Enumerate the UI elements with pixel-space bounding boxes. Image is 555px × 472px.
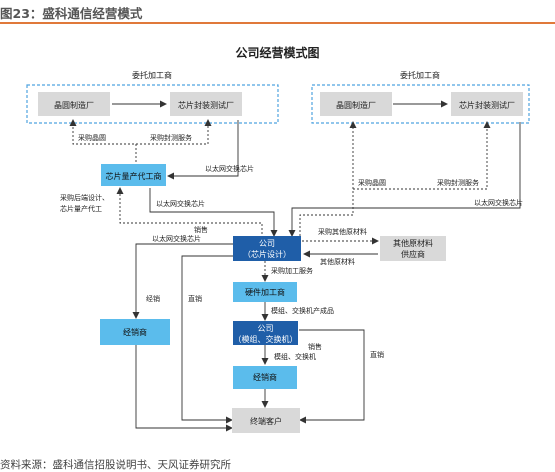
- node-wafer-left: 晶圆制造厂: [38, 92, 110, 116]
- svg-text:经销商: 经销商: [123, 327, 147, 337]
- left-outsourcing-frame: [26, 84, 279, 124]
- label-ethernet-chip-1: 以太网交换芯片: [205, 164, 254, 173]
- label-sales-2: 以太网交换芯片: [152, 234, 201, 243]
- node-chip-foundry: 芯片量产代工商: [101, 164, 166, 186]
- node-company-design: 公司 （芯片设计）: [233, 236, 301, 261]
- right-outsourcing-label: 委托加工商: [400, 70, 440, 80]
- label-sales-modules-1: 销售: [308, 342, 322, 351]
- figure-label: 图23：盛科通信经营模式: [0, 6, 143, 21]
- source-note: 资料来源：盛科通信招股说明书、天风证券研究所: [0, 459, 231, 471]
- svg-text:晶圆制造厂: 晶圆制造厂: [336, 100, 376, 110]
- label-sales-modules-2: 模组、交换机: [274, 352, 316, 361]
- label-buy-test-left: 采购封测服务: [150, 133, 192, 142]
- node-distributor-mid: 经销商: [233, 366, 297, 389]
- label-direct-sales-right: 直销: [370, 350, 384, 359]
- label-backend-design-2: 芯片量产代工: [60, 204, 102, 213]
- node-hardware-processor: 硬件加工商: [233, 282, 297, 302]
- svg-text:终端客户: 终端客户: [250, 416, 282, 426]
- left-outsourcing-label: 委托加工商: [132, 70, 172, 80]
- node-wafer-right: 晶圆制造厂: [320, 92, 392, 116]
- svg-text:芯片量产代工商: 芯片量产代工商: [106, 171, 162, 181]
- label-backend-design-1: 采购后端设计、: [60, 193, 109, 202]
- svg-text:芯片封装测试厂: 芯片封装测试厂: [459, 100, 515, 110]
- svg-text:（芯片设计）: （芯片设计）: [243, 249, 291, 259]
- node-packaging-left: 芯片封装测试厂: [170, 92, 242, 116]
- label-ethernet-chip-2: 以太网交换芯片: [156, 199, 205, 208]
- svg-text:芯片封装测试厂: 芯片封装测试厂: [178, 100, 234, 110]
- label-sales-1: 销售: [194, 225, 208, 234]
- node-raw-supplier: 其他原材料 供应商: [380, 236, 446, 261]
- figure-header: 图23：盛科通信经营模式: [0, 0, 555, 24]
- svg-text:供应商: 供应商: [401, 249, 425, 259]
- label-buy-other-materials: 采购其他原材料: [318, 227, 367, 236]
- svg-text:公司: 公司: [258, 324, 274, 333]
- node-company-module: 公司 （模组、交换机）: [233, 321, 298, 345]
- label-buy-wafer-left: 采购晶圆: [78, 133, 106, 142]
- node-end-customer: 终端客户: [232, 408, 300, 433]
- label-buy-processing: 采购加工服务: [271, 266, 313, 275]
- svg-text:晶圆制造厂: 晶圆制造厂: [54, 100, 94, 110]
- svg-text:硬件加工商: 硬件加工商: [245, 287, 285, 297]
- node-packaging-right: 芯片封装测试厂: [451, 92, 523, 116]
- label-direct-sales-left: 直销: [188, 294, 202, 303]
- label-distribution-left: 经销: [146, 294, 160, 303]
- label-buy-test-right: 采购封测服务: [437, 178, 479, 187]
- right-outsourcing-frame: [311, 84, 530, 124]
- node-distributor-left: 经销商: [100, 319, 170, 345]
- svg-text:（模组、交换机）: （模组、交换机）: [234, 334, 298, 344]
- label-other-materials: 其他原材料: [320, 257, 355, 266]
- label-ethernet-chip-3: 以太网交换芯片: [474, 198, 523, 207]
- label-buy-wafer-right: 采购晶圆: [358, 178, 386, 187]
- svg-text:公司: 公司: [259, 239, 275, 248]
- svg-text:其他原材料: 其他原材料: [393, 238, 433, 248]
- diagram-title: 公司经营模式图: [235, 46, 320, 60]
- label-module-products: 模组、交换机产成品: [271, 306, 334, 315]
- svg-text:经销商: 经销商: [253, 372, 277, 382]
